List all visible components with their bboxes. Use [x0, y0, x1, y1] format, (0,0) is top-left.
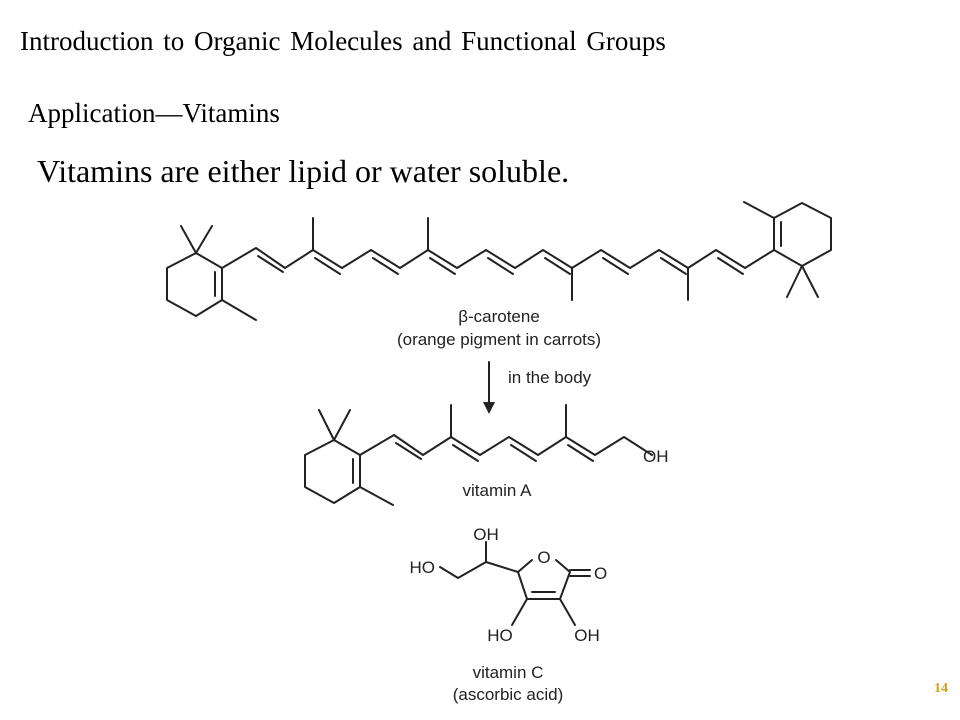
vitamin-a-label: vitamin A	[463, 481, 533, 500]
beta-carotene-structure	[166, 201, 832, 321]
page-number: 14	[934, 681, 948, 696]
vitamin-c-oh-top: OH	[473, 525, 499, 544]
beta-carotene-label: β-carotene	[458, 307, 540, 326]
vitamin-c-label: vitamin C	[473, 663, 544, 682]
slide-title: Introduction to Organic Molecules and Fu…	[20, 26, 666, 56]
vitamin-c-ho-bottom: HO	[487, 626, 513, 645]
vitamin-c-ring-o: O	[537, 548, 550, 567]
slide-statement: Vitamins are either lipid or water solub…	[37, 153, 570, 189]
vitamin-c-description: (ascorbic acid)	[453, 685, 564, 704]
vitamin-c-ho-left: HO	[410, 558, 436, 577]
beta-carotene-description: (orange pigment in carrots)	[397, 330, 601, 349]
conversion-label: in the body	[508, 368, 592, 387]
slide-subtitle: Application—Vitamins	[28, 98, 280, 128]
vitamin-c-carbonyl-o: O	[594, 564, 607, 583]
vitamin-c-oh-bottom: OH	[574, 626, 600, 645]
vitamin-c-structure	[439, 541, 591, 626]
vitamin-a-structure	[304, 404, 653, 506]
conversion-arrow	[483, 361, 495, 414]
vitamin-a-oh: OH	[643, 447, 669, 466]
